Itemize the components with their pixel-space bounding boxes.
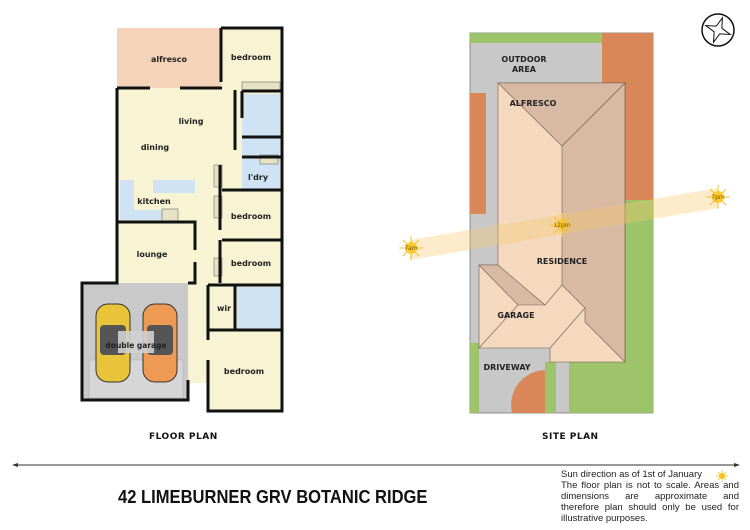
sun-time-7am: 7am — [404, 245, 417, 252]
room-label-bedroom-4: bedroom — [224, 367, 264, 376]
room-label-living: living — [179, 117, 204, 126]
notes: Sun direction as of 1st of January The f… — [561, 469, 739, 524]
garden-bed-curve — [511, 370, 545, 413]
sun-7pm-icon — [706, 185, 730, 209]
site-plan: 7am 12pm 7pm OUTDOOR AREA ALFRESCO RESID… — [399, 13, 735, 414]
room-label-bedroom-2: bedroom — [231, 212, 271, 221]
lawn-left — [470, 343, 479, 413]
room-label-bedroom-1: bedroom — [231, 53, 271, 62]
sun-7am-icon — [399, 236, 423, 260]
room-label-laundry: l'dry — [248, 173, 269, 182]
hall-floor — [188, 283, 210, 383]
site-label-driveway: DRIVEWAY — [483, 363, 530, 372]
alfresco-area — [117, 28, 221, 88]
property-title: 42 LIMEBURNER GRV BOTANIC RIDGE — [118, 487, 428, 507]
room-label-kitchen: kitchen — [137, 197, 171, 206]
room-label-garage: double garage — [105, 341, 166, 350]
kitchen-bench-back — [134, 210, 164, 220]
garden-bed-left — [470, 93, 486, 214]
floor-plan: alfresco bedroom living dining kitchen l… — [80, 26, 284, 413]
room-label-wir: wir — [217, 304, 231, 313]
sun-time-7pm: 7pm — [711, 194, 725, 201]
toilet — [242, 137, 280, 157]
compass-icon — [701, 13, 735, 47]
disclaimer: The floor plan is not to scale. Areas an… — [561, 480, 739, 524]
site-label-outdoor-line1: OUTDOOR — [501, 55, 546, 64]
room-label-lounge: lounge — [137, 250, 168, 259]
kitchen-bench — [120, 180, 134, 220]
site-label-residence: RESIDENCE — [537, 257, 588, 266]
lawn-top — [470, 33, 602, 43]
kitchen-island — [153, 180, 195, 193]
divider-line — [12, 463, 740, 467]
site-label-outdoor-line2: AREA — [512, 65, 537, 74]
roof-top-hip — [497, 82, 626, 147]
bedroom-top-floor — [221, 28, 282, 90]
site-plan-caption: SITE PLAN — [542, 432, 599, 442]
ensuite — [237, 287, 280, 329]
room-label-alfresco: alfresco — [151, 55, 187, 64]
cupboards — [161, 81, 281, 277]
room-label-dining: dining — [141, 143, 170, 152]
sun-direction-note: Sun direction as of 1st of January — [561, 469, 702, 480]
walls — [80, 26, 284, 413]
sun-12pm-icon — [550, 213, 574, 237]
lawn-strip — [545, 362, 556, 413]
sun-time-12pm: 12pm — [553, 222, 570, 229]
site-label-alfresco: ALFRESCO — [510, 99, 557, 108]
room-label-bedroom-3: bedroom — [231, 259, 271, 268]
floor-plan-caption: FLOOR PLAN — [149, 432, 218, 442]
site-label-garage: GARAGE — [497, 311, 534, 320]
sun-legend-icon — [716, 470, 728, 482]
